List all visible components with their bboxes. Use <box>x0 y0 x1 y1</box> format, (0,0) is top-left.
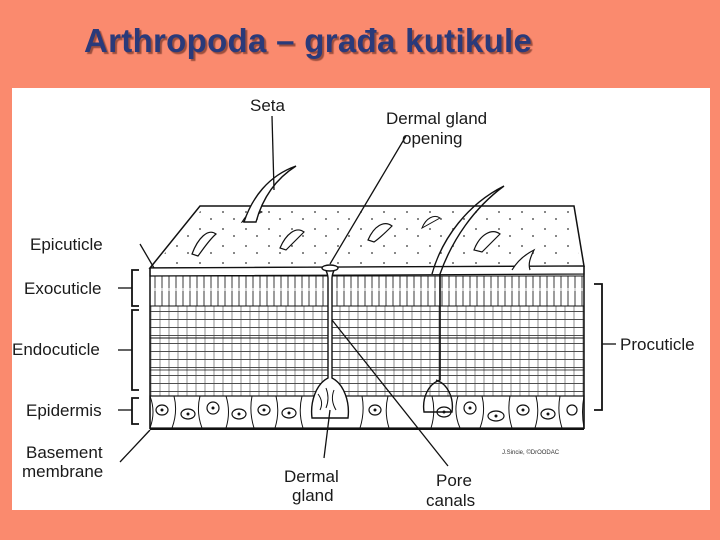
label-procuticle: Procuticle <box>620 335 695 354</box>
label-basement-2: membrane <box>22 462 103 481</box>
label-dermal-gland-opening-2: opening <box>402 129 463 148</box>
bracket-procuticle <box>594 284 602 410</box>
label-dermal-gland-1: Dermal <box>284 467 339 486</box>
endocuticle-band <box>150 306 584 396</box>
cuticle-diagram: Seta Dermal gland opening Epicuticle Exo… <box>12 88 710 510</box>
slide-title: Arthropoda – građa kutikule <box>84 22 532 60</box>
label-basement-1: Basement <box>26 443 103 462</box>
label-exocuticle: Exocuticle <box>24 279 101 298</box>
leader-epicuticle <box>140 244 154 268</box>
label-epidermis: Epidermis <box>26 401 102 420</box>
label-pore-canals-2: canals <box>426 491 475 510</box>
leader-basement-membrane <box>120 430 150 462</box>
label-pore-canals-1: Pore <box>436 471 472 490</box>
label-endocuticle: Endocuticle <box>12 340 100 359</box>
label-epicuticle: Epicuticle <box>30 235 103 254</box>
label-dermal-gland-opening-1: Dermal gland <box>386 109 487 128</box>
image-credit: J.Sincie, ©DrOODAC <box>502 449 560 456</box>
cuticle-block <box>150 206 584 429</box>
label-seta: Seta <box>250 96 286 115</box>
cuticle-diagram-panel: Seta Dermal gland opening Epicuticle Exo… <box>12 88 710 510</box>
bracket-endocuticle <box>132 310 139 390</box>
bracket-exocuticle <box>132 270 139 306</box>
label-dermal-gland-2: gland <box>292 486 334 505</box>
bracket-epidermis <box>132 398 139 424</box>
